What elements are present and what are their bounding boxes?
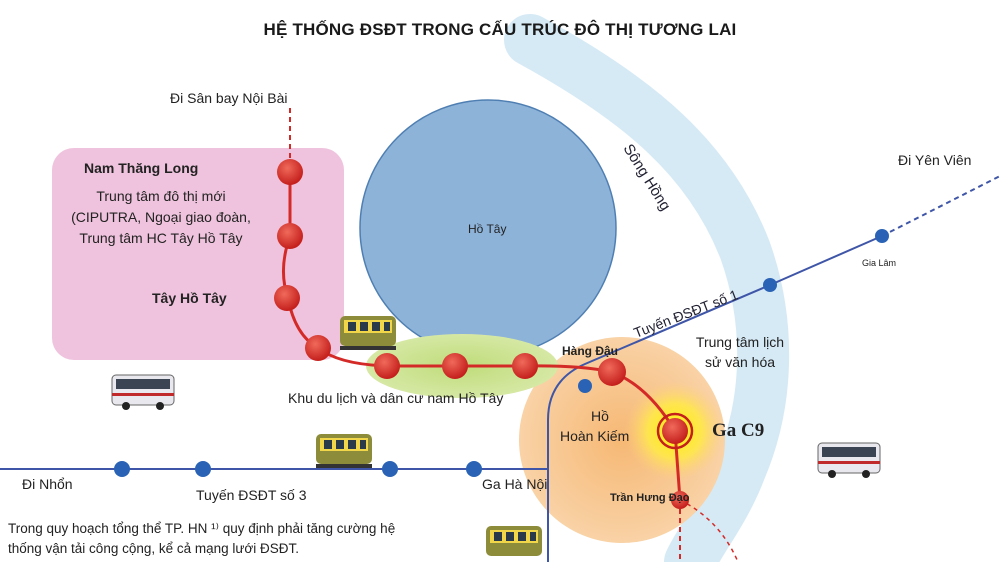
station-red-4 <box>305 335 331 361</box>
tuyen-1-label: Tuyến ĐSĐT số 1 <box>631 286 740 341</box>
song-hong-river <box>504 14 790 562</box>
station-blue-1 <box>114 461 130 477</box>
note-line-1: Trong quy hoạch tổng thể TP. HN ¹⁾ quy đ… <box>8 521 396 536</box>
ho-tay-label: Hồ Tây <box>468 222 507 236</box>
trung-tam-lich-su-line-1: Trung tâm lịch <box>695 334 785 350</box>
station-gia-lam <box>875 229 889 243</box>
new-urban-line-2: (CIPUTRA, Ngoại giao đoàn, <box>71 209 251 225</box>
station-nam-thang-long <box>277 159 303 185</box>
train-icon <box>316 434 372 468</box>
tuyen-3-label: Tuyến ĐSĐT số 3 <box>196 487 307 503</box>
new-urban-line-3: Trung tâm HC Tây Hồ Tây <box>79 230 243 246</box>
station-blue-3 <box>382 461 398 477</box>
station-ga-c9-ring <box>656 412 694 450</box>
station-red-5 <box>374 353 400 379</box>
bus-icon <box>817 442 881 478</box>
station-ga-c9 <box>662 418 688 444</box>
station-red-6 <box>442 353 468 379</box>
line-1-track <box>547 235 883 562</box>
station-blue-5 <box>578 379 592 393</box>
red-stations <box>274 159 694 509</box>
station-ga-ha-noi <box>466 461 482 477</box>
gia-lam-label: Gia Lâm <box>862 258 897 268</box>
blue-stations <box>114 229 889 477</box>
train-icon <box>486 526 542 556</box>
tay-ho-tay-label: Tây Hồ Tây <box>152 290 227 306</box>
nam-thang-long-zone <box>52 148 344 360</box>
hang-dau-label: Hàng Đậu <box>562 344 619 358</box>
di-yen-vien-label: Đi Yên Viên <box>898 152 972 168</box>
station-hang-dau <box>598 358 626 386</box>
ho-hoan-kiem-line-2: Hoàn Kiếm <box>560 428 630 444</box>
nam-thang-long-label: Nam Thăng Long <box>84 160 199 176</box>
tourism-zone-label: Khu du lịch và dân cư nam Hồ Tây <box>288 390 504 406</box>
airport-label: Đi Sân bay Nội Bài <box>170 90 288 106</box>
tran-hung-dao-label: Trần Hưng Đạo <box>610 492 690 504</box>
station-red-7 <box>512 353 538 379</box>
station-blue-6 <box>763 278 777 292</box>
map-title: HỆ THỐNG ĐSĐT TRONG CẤU TRÚC ĐÔ THỊ TƯƠN… <box>263 20 737 39</box>
note-line-2: thống vận tải công cộng, kể cả mạng lưới… <box>8 541 300 556</box>
train-icon <box>340 316 396 350</box>
ga-c9-label: Ga C9 <box>712 420 765 441</box>
new-urban-line-1: Trung tâm đô thị mới <box>96 188 226 204</box>
line-1-dashed <box>881 175 1000 237</box>
trung-tam-lich-su-line-2: sử văn hóa <box>704 354 776 370</box>
station-tran-hung-dao <box>671 491 689 509</box>
bus-icon <box>111 374 175 410</box>
station-tay-ho-tay <box>274 285 300 311</box>
di-nhon-label: Đi Nhổn <box>22 476 73 492</box>
ho-hoan-kiem-line-1: Hồ <box>591 408 609 424</box>
station-blue-2 <box>195 461 211 477</box>
station-red-2 <box>277 223 303 249</box>
ga-ha-noi-label: Ga Hà Nội <box>482 476 548 492</box>
